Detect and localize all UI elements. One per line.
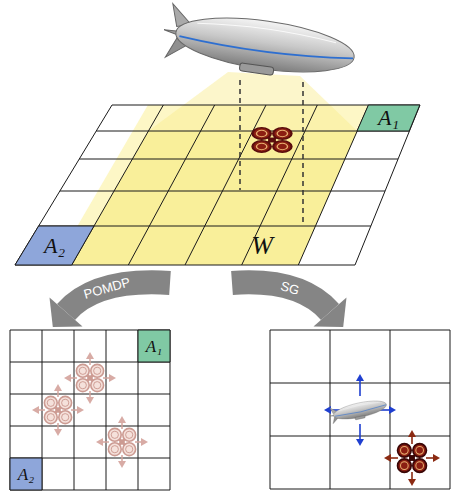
goal-cell: A₁ [138, 330, 170, 362]
grid-line [355, 105, 420, 265]
grid-line [450, 330, 451, 489]
grid-line [128, 105, 214, 265]
model-label: POMDP [82, 275, 131, 301]
drone-icon [76, 364, 103, 391]
grid-line [10, 426, 170, 427]
cell-fill [15, 226, 94, 265]
move-arrows [324, 374, 396, 446]
cell-fill [357, 105, 420, 131]
grid-line [270, 330, 271, 489]
grid-line [15, 105, 112, 265]
view-cone [148, 72, 357, 131]
pomdp-grid [10, 330, 170, 490]
move-arrows [64, 352, 116, 404]
agent-label: A₂ [44, 235, 65, 257]
drone-icon [398, 444, 427, 473]
grid-line [270, 489, 450, 490]
world-grid [15, 105, 420, 265]
move-arrows [32, 384, 84, 436]
projection-line [239, 80, 241, 190]
sg-grid [270, 330, 450, 489]
agent-label: A₁ [378, 107, 399, 129]
grid-line [242, 105, 318, 265]
blimp-icon [160, 3, 358, 86]
drone-icon [44, 396, 71, 423]
goal-cell: A₁ [357, 105, 420, 131]
model-label: SG [279, 279, 301, 297]
move-arrows [96, 416, 148, 468]
waypoint-label: W [251, 233, 273, 259]
cell-fill [138, 330, 170, 362]
drone-icon [108, 428, 135, 455]
grid-line [106, 330, 107, 490]
view-region-core [72, 131, 358, 265]
cell-fill [10, 458, 42, 490]
drone-icon [252, 128, 291, 152]
grid-line [270, 330, 450, 331]
agent-label: A₁ [146, 338, 162, 355]
goal-cell: A₂ [10, 458, 42, 490]
move-arrows [384, 430, 440, 486]
blimp-icon [328, 396, 388, 425]
agent-label: A₂ [18, 466, 34, 483]
goal-cell: A₂ [15, 226, 94, 265]
projection-line [302, 82, 304, 226]
